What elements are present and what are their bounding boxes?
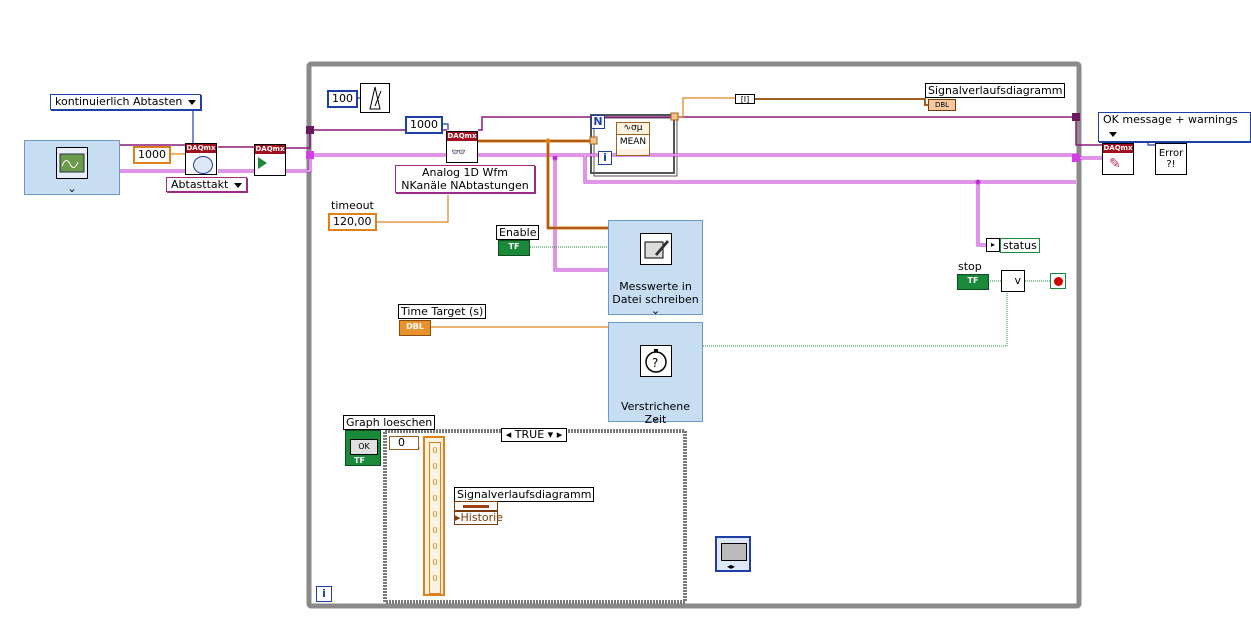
expand-chevron-icon: ⌄ bbox=[67, 182, 77, 195]
tf-caption: TF bbox=[354, 456, 365, 465]
daqmx-read-vi[interactable]: DAQmx 👓 bbox=[446, 131, 478, 163]
elapsed-time-express-vi[interactable]: ? Verstrichene Zeit ⌄ bbox=[608, 322, 703, 426]
timing-ring[interactable]: Abtasttakt bbox=[166, 177, 248, 192]
timing-ring-value: Abtasttakt bbox=[171, 178, 229, 191]
build-waveform-node[interactable]: [I] bbox=[735, 94, 755, 104]
time-target-label: Time Target (s) bbox=[398, 304, 487, 319]
dropdown-arrow-icon bbox=[234, 182, 243, 188]
glasses-icon: 👓 bbox=[451, 145, 466, 159]
read-ring-line1: Analog 1D Wfm bbox=[422, 166, 508, 179]
elapsed-time-caption: Verstrichene Zeit bbox=[620, 400, 691, 426]
wait-ms-constant[interactable]: 100 bbox=[327, 90, 358, 108]
for-loop-iteration-terminal: i bbox=[598, 151, 612, 165]
daqmx-header: DAQmx bbox=[186, 144, 216, 153]
start-arrow-icon bbox=[258, 157, 267, 169]
status-element-label: status bbox=[1000, 238, 1040, 253]
stop-control[interactable]: TF bbox=[957, 274, 989, 290]
time-target-control[interactable]: DBL bbox=[399, 320, 431, 336]
waveform-chart-indicator[interactable]: DBL bbox=[928, 99, 956, 111]
ok-button-icon: OK bbox=[350, 439, 378, 455]
panel-screen-icon bbox=[721, 543, 747, 561]
acquisition-mode-enum[interactable]: kontinuierlich Abtasten bbox=[50, 94, 202, 110]
while-loop-border bbox=[306, 61, 1082, 609]
property-node-history-item[interactable]: ▸Historie bbox=[454, 511, 503, 525]
write-file-caption-line1: Messwerte in bbox=[619, 280, 692, 293]
error-mode-value: OK message + warnings bbox=[1103, 113, 1238, 126]
case-dropdown-icon[interactable]: ▾ bbox=[547, 428, 554, 441]
enable-label: Enable bbox=[496, 225, 540, 240]
case-selector[interactable]: ◂ TRUE ▾ ▸ bbox=[501, 428, 567, 442]
daqmx-header: DAQmx bbox=[1103, 144, 1133, 153]
write-pen-icon bbox=[640, 233, 672, 265]
write-file-caption-line2: Datei schreiben bbox=[612, 293, 699, 306]
mean-vi[interactable]: ∿σμ MEAN bbox=[616, 122, 650, 156]
clear-graph-control[interactable]: OK TF bbox=[345, 430, 381, 466]
enable-control[interactable]: TF bbox=[498, 240, 530, 256]
write-to-file-express-vi[interactable]: Messwerte in Datei schreiben ⌄ bbox=[608, 220, 703, 317]
property-node-label: Signalverlaufsdiagramm bbox=[454, 487, 595, 502]
dropdown-arrow-icon bbox=[1109, 131, 1117, 137]
sample-rate-constant[interactable]: 1000 bbox=[133, 146, 171, 164]
dbl-wires bbox=[165, 97, 735, 328]
svg-text:?: ? bbox=[652, 356, 658, 370]
property-node-header bbox=[454, 501, 498, 511]
stop-sign-icon bbox=[1054, 277, 1063, 286]
daqmx-clear-task-vi[interactable]: DAQmx ✎ bbox=[1102, 143, 1134, 175]
error-mode-enum[interactable]: OK message + warnings bbox=[1098, 112, 1251, 142]
or-function[interactable]: v bbox=[1001, 270, 1025, 292]
unbundle-by-name-node[interactable]: ▸ bbox=[986, 238, 1000, 252]
for-loop-count-terminal[interactable]: N bbox=[591, 115, 605, 129]
history-item-label: Historie bbox=[460, 511, 503, 524]
stop-label: stop bbox=[958, 260, 982, 273]
mean-formula-icon: ∿σμ bbox=[623, 123, 643, 133]
clear-graph-label: Graph loeschen bbox=[343, 415, 436, 430]
daqmx-timing-vi[interactable]: DAQmx bbox=[185, 143, 217, 175]
zero-constant[interactable]: 0 bbox=[389, 436, 419, 450]
scroll-arrows-icon: ◂▸ bbox=[727, 562, 736, 571]
stopwatch-icon: ? bbox=[640, 345, 672, 377]
simple-error-handler-vi[interactable]: Error ?! bbox=[1155, 143, 1187, 175]
chart-reference-icon bbox=[463, 505, 489, 508]
daq-card-icon bbox=[56, 147, 88, 179]
decrement-arrow-icon[interactable]: ◂ bbox=[505, 428, 512, 441]
front-panel-reference-icon[interactable]: ◂▸ bbox=[715, 536, 751, 572]
loop-condition-terminal[interactable] bbox=[1050, 273, 1066, 289]
read-ring-line2: NKanäle NAbtastungen bbox=[401, 179, 529, 192]
int-wires bbox=[175, 97, 1160, 146]
error-wires bbox=[120, 116, 1102, 149]
bool-wires bbox=[394, 246, 1050, 449]
read-instance-ring[interactable]: Analog 1D Wfm NKanäle NAbtastungen bbox=[395, 165, 535, 193]
case-selector-value: TRUE bbox=[514, 428, 545, 441]
daqmx-start-vi[interactable]: DAQmx bbox=[254, 144, 286, 176]
expand-chevron-icon: ⌄ bbox=[650, 411, 661, 424]
metronome-icon bbox=[369, 86, 382, 110]
waveform-chart-label: Signalverlaufsdiagramm bbox=[925, 83, 1066, 98]
daqmx-header: DAQmx bbox=[447, 132, 477, 141]
increment-arrow-icon[interactable]: ▸ bbox=[556, 428, 563, 441]
expand-chevron-icon: ⌄ bbox=[650, 304, 661, 317]
while-loop-iteration-terminal: i bbox=[316, 586, 332, 602]
timeout-label: timeout bbox=[331, 199, 374, 212]
samples-per-channel-constant[interactable]: 1000 bbox=[405, 116, 443, 134]
dropdown-arrow-icon bbox=[188, 99, 197, 105]
clock-icon bbox=[193, 156, 213, 174]
timeout-constant[interactable]: 120,00 bbox=[328, 213, 377, 231]
eraser-icon: ✎ bbox=[1109, 156, 1121, 172]
daq-assistant-express-vi[interactable]: ⌄ bbox=[24, 140, 120, 195]
acquisition-mode-value: kontinuierlich Abtasten bbox=[55, 95, 183, 108]
mean-label: MEAN bbox=[617, 134, 649, 149]
daqmx-header: DAQmx bbox=[255, 145, 285, 154]
wait-until-next-ms-vi[interactable] bbox=[360, 83, 390, 113]
